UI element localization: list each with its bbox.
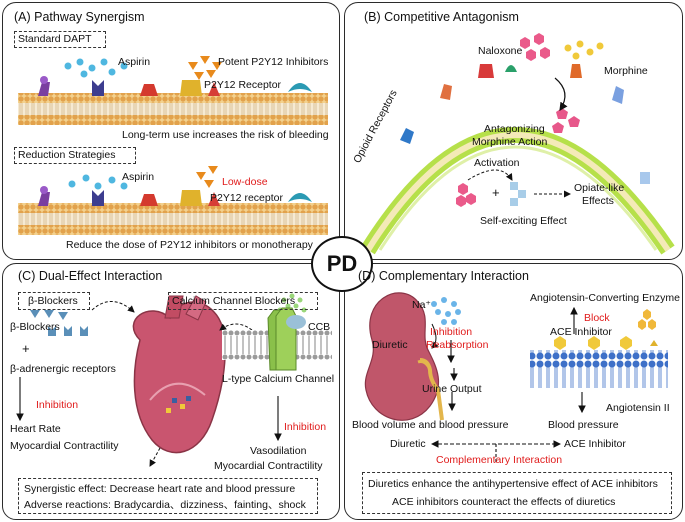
beta-blockers-box [18,292,90,310]
inhibition-label-c1: Inhibition [36,399,79,411]
ltype-channel-label: L-type Calcium Channel [222,373,335,385]
p2y12-receptor-label-1: P2Y12 Receptor [204,79,282,91]
urine-output-label: Urine Output [422,383,482,395]
ccb-dots [277,293,307,313]
low-dose-label: Low-dose [222,176,268,188]
vasodilation-label: Vasodilation [250,445,307,457]
antagonizing-pentagons [552,108,580,133]
inhibition-label-c2: Inhibition [284,421,327,433]
sodium-dots [431,297,461,325]
potent-inhibitors-label: Potent P2Y12 Inhibitors [218,56,329,68]
blood-pressure-label: Blood pressure [548,419,619,431]
panel-b-title: (B) Competitive Antagonism [364,10,519,24]
summary-text-1: Diuretics enhance the antihypertensive e… [368,478,658,490]
heart-rate-label: Heart Rate [10,423,61,435]
blood-volume-label: Blood volume and blood pressure [352,419,509,431]
ace-enzyme-icons [638,309,656,330]
receptor-icons-a1 [38,76,312,96]
reduction-strategies-label: Reduction Strategies [18,149,116,161]
aspirin-dots-a2 [68,174,128,190]
antagonizing-label-2: Morphine Action [472,136,548,148]
panel-d-arrows [430,306,586,464]
standard-dapt-label: Standard DAPT [18,33,92,45]
naloxone-label: Naloxone [478,45,523,57]
receptor-icons-a2 [38,186,312,206]
beta-receptors-label: β-adrenergic receptors [10,363,116,375]
panel-c-arrows [16,377,282,442]
reabsorption-label: Reabsorption [426,339,489,351]
summary-text-2: ACE inhibitors counteract the effects of… [392,496,616,508]
arrow-ccb-to-heart [219,323,253,331]
opiate-like-label-1: Opiate-like [574,182,625,194]
sodium-label: Na⁺ [412,299,431,311]
plus-sign-b: + [492,185,500,200]
activation-label: Activation [474,157,520,169]
myocardial-contractility-label-2: Myocardial Contractility [214,460,323,472]
panel-d-title: (D) Complementary Interaction [358,269,529,283]
panel-c-summary-box [18,478,318,514]
panel-c-title: (C) Dual-Effect Interaction [18,269,163,283]
morphine-dots [564,40,604,60]
diuretic-label-1: Diuretic [372,339,408,351]
ltype-channel [222,307,332,371]
center-pd-label: PD [311,236,373,292]
complementary-interaction-label: Complementary Interaction [436,454,563,466]
ace-bilayer [530,336,668,388]
kidney-illustration [364,292,444,421]
block-label: Block [584,312,610,324]
ccb-label: CCB [308,321,331,333]
beta-blockers-box-label: β-Blockers [28,295,78,307]
plus-sign-c: + [22,341,30,356]
naloxone-hexagons [520,33,550,61]
standard-dapt-box [14,31,106,48]
inhibition-label-d: Inhibition [430,326,473,338]
aspirin-label-1: Aspirin [118,56,151,68]
cell-membrane-arc [361,127,675,255]
panel-a-membrane-1 [18,93,328,125]
synergistic-effect-text: Synergistic effect: Decrease heart rate … [24,483,296,495]
bleeding-risk-note: Long-term use increases the risk of blee… [122,129,329,141]
self-exciting-label: Self-exciting Effect [480,215,567,227]
antagonizing-label-1: Antagonizing [484,123,545,135]
opioid-receptors-on-arc [400,64,650,184]
angiotensin-ii-label: Angiotensin II [606,402,670,414]
beta-blockers-label: β-Blockers [10,321,60,333]
inhibitor-triangles-a1 [188,56,222,80]
p2y12-receptor-label-2: P2Y12 receptor [210,192,283,204]
inhibitor-triangles-a2 [196,166,218,188]
adverse-reactions-text: Adverse reactions: Bradycardia、dizziness… [24,499,306,511]
beta-blocker-icons [30,310,88,336]
opiate-like-label-2: Effects [582,195,614,207]
aspirin-dots-a1 [64,58,128,78]
arrow-heart-down [149,447,161,467]
ace-enzyme-label: Angiotensin-Converting Enzyme [530,292,680,304]
dose-reduction-note: Reduce the dose of P2Y12 inhibitors or m… [66,239,313,251]
arrow-beta-to-heart [91,301,135,313]
ccb-box-label: Calcium Channel Blockers [172,295,296,307]
panel-a-title: (A) Pathway Synergism [14,10,145,24]
arrow-to-antagonizing [554,77,568,111]
ace-inhibitor-label-1: ACE Inhibitor [550,326,612,338]
diuretic-label-2: Diuretic [390,438,426,450]
panel-d-summary-box [362,472,672,514]
heart-illustration [132,295,226,454]
myocardial-contractility-label-1: Myocardial Contractility [10,440,119,452]
aspirin-label-2: Aspirin [122,171,155,183]
reduction-strategies-box [14,147,136,164]
arrow-sodium [431,323,439,349]
morphine-label: Morphine [604,65,648,77]
ccb-box [168,292,318,310]
panel-a-membrane-2 [18,203,328,235]
activation-diagram [456,169,571,207]
ace-inhibitor-label-2: ACE Inhibitor [564,438,626,450]
